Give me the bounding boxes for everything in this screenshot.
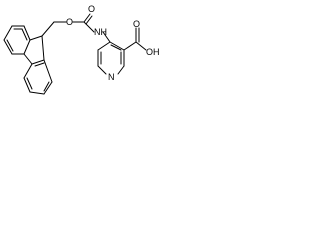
fluorene-left-ring [3,25,31,55]
hydroxyl-label: OH [146,47,160,57]
carboxyl-oxygen-label: O [133,19,140,29]
fluorene-bottom-ring [23,59,53,95]
amine-label: NH [94,27,107,37]
ring-nitrogen-label: N [108,72,115,82]
carbonyl-oxygen-label: O [88,4,95,14]
ester-oxygen-label: O [66,17,73,27]
pyridine-ring [97,41,125,75]
carboxylic-acid [123,27,147,51]
carbamate-group [72,13,111,43]
fmoc-linker [41,21,67,37]
fluorene-five-ring [23,35,45,65]
fmoc-isonicotinic-acid-structure: O O NH O OH N [3,4,160,95]
